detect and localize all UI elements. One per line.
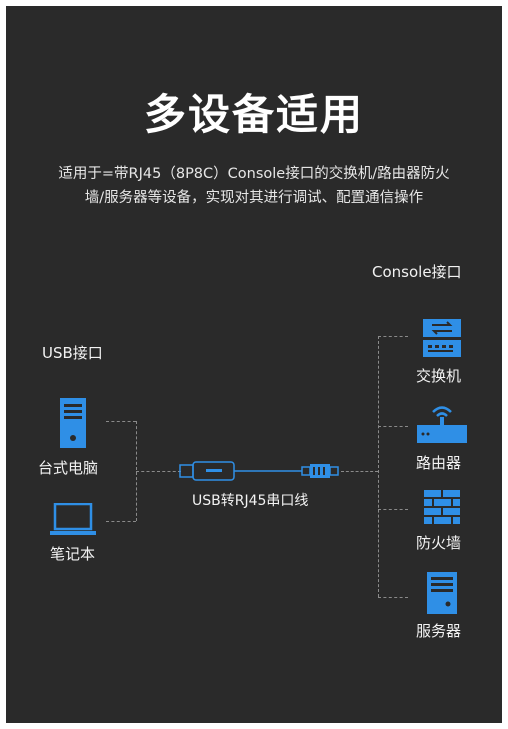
connector-line (378, 509, 408, 510)
subtitle: 适用于=带RJ45（8P8C）Console接口的交换机/路由器防火 墙/服务器… (24, 162, 484, 210)
usb-plug-icon (179, 461, 235, 481)
console-port-label: Console接口 (372, 263, 462, 281)
usb-to-rj45-cable (179, 461, 339, 481)
subtitle-line-1: 适用于=带RJ45（8P8C）Console接口的交换机/路由器防火 (58, 166, 450, 182)
router-icon (417, 406, 467, 443)
usb-port-label: USB接口 (42, 344, 103, 362)
firewall-icon (424, 490, 460, 524)
desktop-tower-icon (60, 398, 86, 448)
connector-line (378, 426, 408, 427)
subtitle-line-2: 墙/服务器等设备，实现对其进行调试、配置通信操作 (84, 190, 424, 206)
left-device-label-laptop: 笔记本 (50, 545, 96, 563)
page-title: 多设备适用 (143, 90, 364, 139)
connector-line (378, 597, 408, 598)
right-device-label-router: 路由器 (416, 454, 462, 472)
cable-label: USB转RJ45串口线 (192, 493, 309, 509)
switch-icon (423, 319, 461, 357)
feature-panel: 多设备适用 适用于=带RJ45（8P8C）Console接口的交换机/路由器防火… (6, 6, 502, 723)
connector-line (106, 421, 136, 422)
server-icon (427, 572, 457, 614)
right-device-label-firewall: 防火墙 (416, 534, 462, 552)
left-device-label-desktop: 台式电脑 (38, 459, 99, 477)
rj45-plug-icon (301, 464, 339, 478)
connector-line (136, 471, 181, 472)
right-device-label-server: 服务器 (416, 622, 462, 640)
connector-line (378, 336, 408, 337)
laptop-icon (50, 503, 96, 535)
connector-line (106, 521, 136, 522)
connector-line (378, 336, 379, 597)
connector-line (341, 471, 378, 472)
right-device-label-switch: 交换机 (416, 367, 462, 385)
